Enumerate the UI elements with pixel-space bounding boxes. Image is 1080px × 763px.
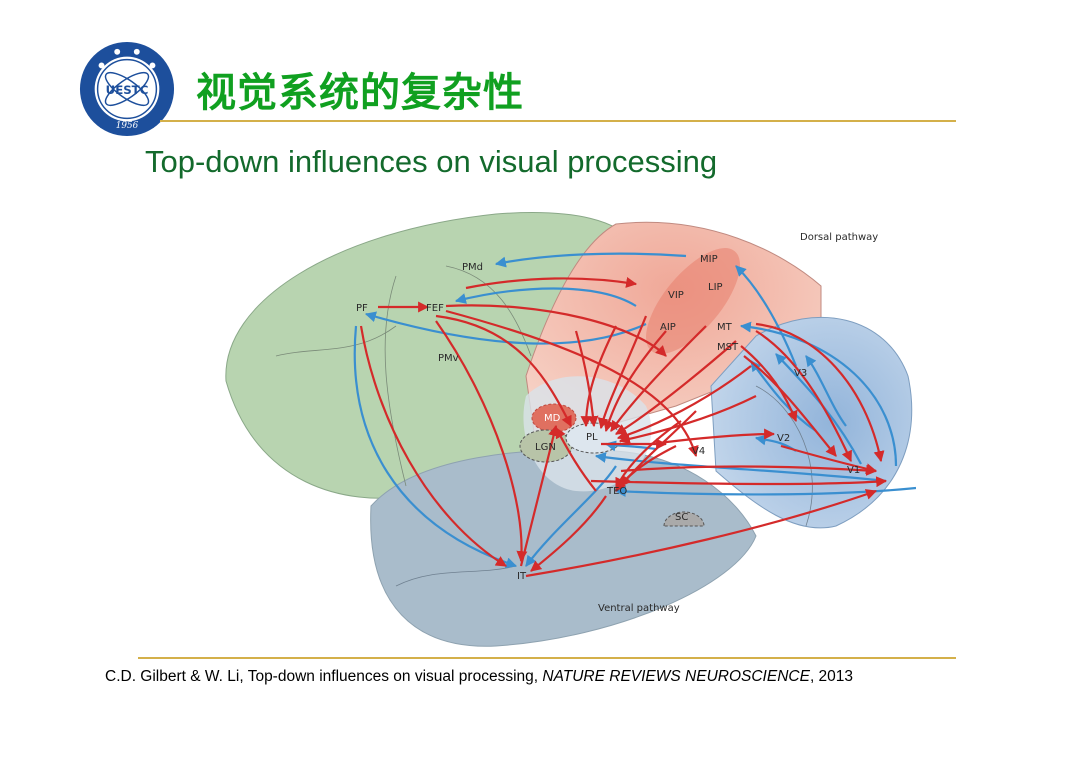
page-subtitle: Top-down influences on visual processing (145, 144, 718, 179)
label-MIP: MIP (700, 254, 718, 265)
label-V1: V1 (847, 465, 860, 476)
label-LGN: LGN (535, 442, 556, 453)
dorsal-pathway-label: Dorsal pathway (800, 232, 878, 243)
visual-pathway-diagram: PMd PF FEF PMv MIP VIP LIP AIP MT MST V3… (225, 212, 916, 647)
citation: C.D. Gilbert & W. Li, Top-down influence… (105, 668, 853, 686)
label-PL: PL (586, 432, 598, 443)
ventral-pathway-label: Ventral pathway (598, 603, 680, 614)
label-VIP: VIP (668, 290, 684, 301)
citation-rule (138, 657, 956, 659)
label-PF: PF (356, 303, 368, 314)
citation-journal: NATURE REVIEWS NEUROSCIENCE (542, 668, 810, 685)
label-TEO: TEO (606, 486, 627, 497)
label-MT: MT (717, 322, 733, 333)
label-IT: IT (517, 571, 527, 582)
logo-year: 1956 (116, 121, 139, 131)
label-AIP: AIP (660, 322, 676, 333)
logo-text: UESTC (106, 83, 149, 97)
label-PMd: PMd (462, 262, 483, 273)
label-FEF: FEF (426, 303, 444, 314)
label-V2: V2 (777, 433, 790, 444)
label-V3: V3 (794, 368, 807, 379)
title-rule (160, 120, 956, 122)
label-SC: SC (675, 512, 688, 523)
label-MST: MST (717, 342, 739, 353)
uestc-logo: UESTC 1956 (79, 41, 175, 137)
label-MD: MD (544, 413, 561, 424)
citation-prefix: C.D. Gilbert & W. Li, Top-down influence… (105, 668, 543, 685)
temporal-lobe (370, 449, 757, 647)
citation-suffix: , 2013 (809, 668, 854, 685)
page-title: 视觉系统的复杂性 (196, 70, 524, 116)
label-PMv: PMv (438, 353, 459, 364)
label-LIP: LIP (708, 282, 723, 293)
label-V4: V4 (692, 446, 705, 457)
